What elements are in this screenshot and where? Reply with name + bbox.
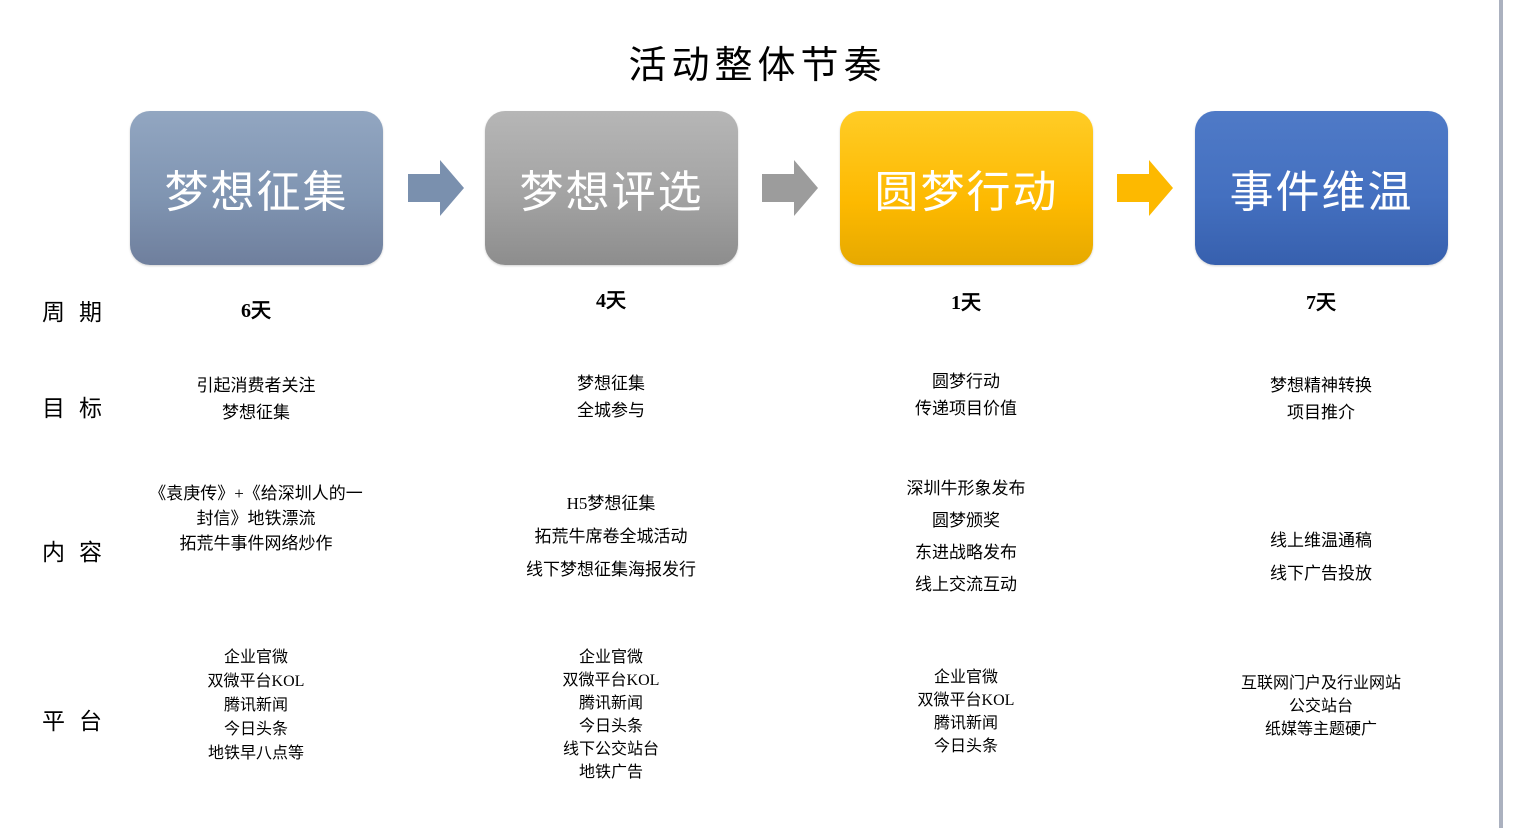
phase-box-label: 梦想评选 [519,168,704,217]
cycle-phase3: 1天 [951,292,981,314]
content-phase1: 《袁庚传》+《给深圳人的一 封信》地铁漂流 拓荒牛事件网络炒作 [149,484,363,553]
row-label-cycle: 周期 [42,300,116,325]
platform-phase3: 企业官微 双微平台KOL 腾讯新闻 今日头条 [917,669,1015,755]
goal-phase3: 圆梦行动 传递项目价值 [915,372,1017,418]
page-edge-divider [1499,0,1503,828]
phase-box-dream-collection: 梦想征集 [130,111,383,265]
platform-phase4: 互联网门户及行业网站 公交站台 纸媒等主题硬广 [1240,675,1401,738]
cycle-phase2: 4天 [596,290,626,312]
row-label-platform: 平台 [42,709,116,734]
goal-phase2: 梦想征集 全城参与 [577,374,645,420]
platform-phase2: 企业官微 双微平台KOL 腾讯新闻 今日头条 线下公交站台 地铁广告 [562,649,660,781]
phase-box-label: 梦想征集 [164,168,349,217]
platform-phase1: 企业官微 双微平台KOL 腾讯新闻 今日头条 地铁早八点等 [207,649,305,762]
cycle-phase4: 7天 [1306,292,1336,314]
phase-box-label: 事件维温 [1229,168,1414,217]
arrow-right-icon [408,160,464,216]
row-label-content: 内容 [42,540,116,565]
goal-phase1: 引起消费者关注 梦想征集 [196,376,316,422]
phase-box-dream-selection: 梦想评选 [485,111,738,265]
row-label-goal: 目标 [42,396,116,421]
goal-phase4: 梦想精神转换 项目推介 [1270,376,1372,422]
phase-box-label: 圆梦行动 [874,168,1059,217]
cycle-phase1: 6天 [241,300,271,322]
content-phase2: H5梦想征集 拓荒牛席卷全城活动 线下梦想征集海报发行 [526,494,696,579]
content-phase4: 线上维温通稿 线下广告投放 [1270,531,1372,583]
phase-box-event-warming: 事件维温 [1195,111,1448,265]
arrow-right-icon [762,160,818,216]
arrow-right-icon [1117,160,1173,216]
page-title: 活动整体节奏 [628,45,887,87]
content-phase3: 深圳牛形象发布 圆梦颁奖 东进战略发布 线上交流互动 [906,479,1026,594]
phase-box-dream-action: 圆梦行动 [840,111,1093,265]
